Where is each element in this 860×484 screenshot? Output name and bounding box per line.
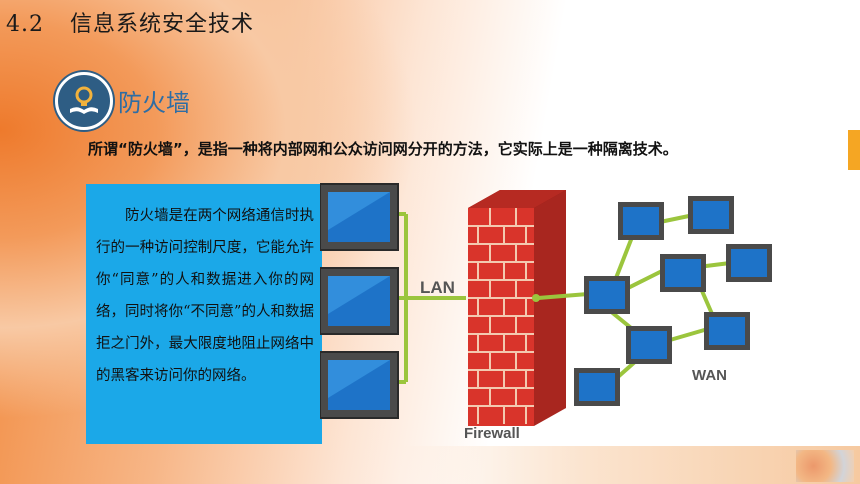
firewall-diagram: LAN [320,183,772,442]
lan-links [394,212,466,384]
page-title: 4.2 信息系统安全技术 [6,6,254,38]
wan-monitor-1 [618,202,664,240]
description-text: 防火墙是在两个网络通信时执行的一种访问控制尺度，它能允许你“同意”的人和数据进入… [96,208,314,384]
lightbulb-book-icon [55,72,113,130]
firewall-wall [468,190,566,426]
title-text: 信息系统安全技术 [70,12,255,37]
description-box: 防火墙是在两个网络通信时执行的一种访问控制尺度，它能允许你“同意”的人和数据进入… [86,184,322,444]
firewall-label: Firewall [464,425,520,442]
section-number: 4.2 [6,12,44,37]
lan-monitor-2 [320,267,399,335]
lan-monitor-1 [320,183,399,251]
wan-label: WAN [692,367,727,384]
wan-monitor-8 [574,368,620,406]
side-tab-marker [848,130,860,170]
wan-monitor-6 [704,312,750,350]
wan-monitor-2 [688,196,734,234]
wan-monitor-4 [726,244,772,282]
lan-monitor-3 [320,351,399,419]
bottom-decoration-strip [400,446,860,484]
wan-monitor-3 [660,254,706,292]
definition-text: 所谓“防火墙”，是指一种将内部网和公众访问网分开的方法，它实际上是一种隔离技术。 [88,140,678,158]
wan-monitor-7 [626,326,672,364]
wan-monitor-5 [584,276,630,314]
lan-label: LAN [420,278,455,297]
section-heading: 防火墙 [118,89,190,117]
corner-decoration-image [796,450,854,482]
